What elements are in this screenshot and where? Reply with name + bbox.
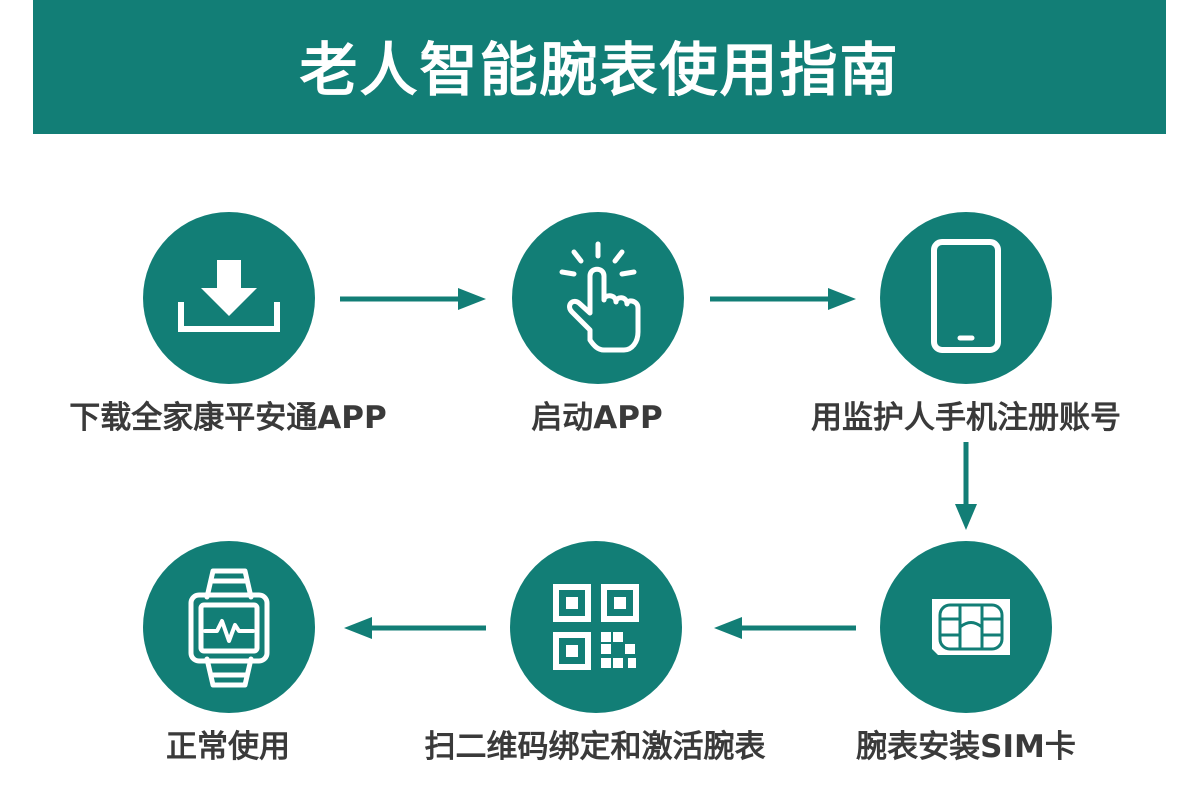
- step-1-label: 下载全家康平安通APP: [69, 400, 387, 436]
- step-6-circle: [143, 541, 315, 713]
- arrow-down: [953, 442, 979, 534]
- step-1-circle: [143, 212, 315, 384]
- header-banner: 老人智能腕表使用指南: [33, 0, 1166, 134]
- sim-card-icon: [932, 599, 1010, 655]
- arrow-left-2: [340, 615, 490, 641]
- arrow-left-1: [710, 615, 860, 641]
- step-5-label: 扫二维码绑定和激活腕表: [424, 729, 766, 765]
- step-3-label: 用监护人手机注册账号: [811, 400, 1121, 436]
- arrow-right-2: [710, 286, 860, 312]
- step-2-label: 启动APP: [531, 400, 663, 436]
- step-3-circle: [880, 212, 1052, 384]
- step-5-circle: [510, 541, 682, 713]
- qr-code-icon: [553, 584, 639, 670]
- step-2-circle: [512, 212, 684, 384]
- step-4-label: 腕表安装SIM卡: [856, 729, 1076, 765]
- tap-hand-icon: [559, 241, 641, 353]
- tablet-icon: [931, 239, 1001, 353]
- smartwatch-icon: [188, 568, 270, 688]
- download-icon: [178, 260, 280, 332]
- step-4-circle: [880, 541, 1052, 713]
- page-title: 老人智能腕表使用指南: [299, 36, 900, 104]
- arrow-right-1: [340, 286, 490, 312]
- step-6-label: 正常使用: [166, 729, 290, 765]
